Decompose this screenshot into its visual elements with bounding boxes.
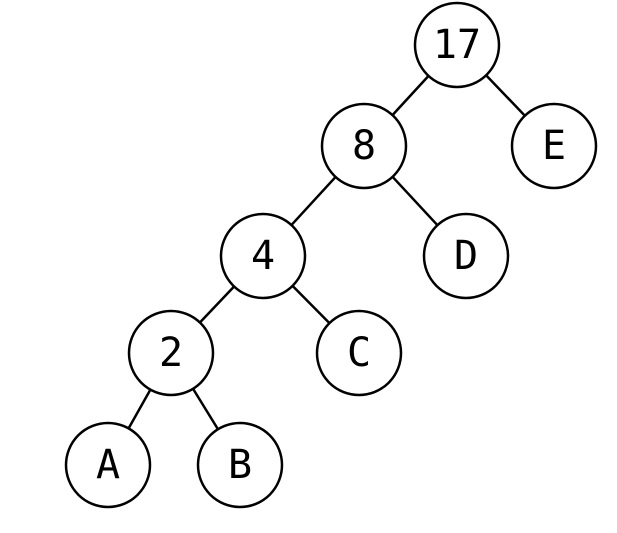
node-circle <box>315 309 403 397</box>
node-label: 4 <box>251 233 275 279</box>
tree-edge <box>290 176 337 226</box>
node-circle <box>127 309 215 397</box>
tree-edge <box>127 388 152 430</box>
tree-node: B <box>196 421 284 509</box>
node-circle <box>422 212 510 300</box>
node-circle <box>413 1 501 89</box>
node-circle <box>510 102 598 190</box>
node-label: 8 <box>352 123 376 169</box>
tree-node: D <box>422 212 510 300</box>
tree-node: 8 <box>320 102 408 190</box>
node-circle <box>196 421 284 509</box>
node-label: B <box>228 442 252 488</box>
node-circle <box>320 102 408 190</box>
tree-edge <box>198 285 236 324</box>
tree-node: E <box>510 102 598 190</box>
tree-edge <box>391 75 430 116</box>
node-label: C <box>347 330 371 376</box>
tree-node: 4 <box>219 212 307 300</box>
tree-edge <box>191 388 220 430</box>
node-label: E <box>542 123 566 169</box>
tree-nodes: 17 8 E 4 D 2 C A B <box>64 1 598 509</box>
tree-edge <box>291 284 331 325</box>
node-label: 17 <box>433 22 481 68</box>
tree-node: 17 <box>413 1 501 89</box>
tree-edge <box>391 175 439 227</box>
node-circle <box>64 421 152 509</box>
node-circle <box>219 212 307 300</box>
tree-node: C <box>315 309 403 397</box>
tree-edge <box>485 74 526 117</box>
tree-edges <box>127 74 526 430</box>
node-label: 2 <box>159 330 183 376</box>
tree-node: A <box>64 421 152 509</box>
node-label: A <box>96 442 120 488</box>
tree-node: 2 <box>127 309 215 397</box>
node-label: D <box>454 233 478 279</box>
